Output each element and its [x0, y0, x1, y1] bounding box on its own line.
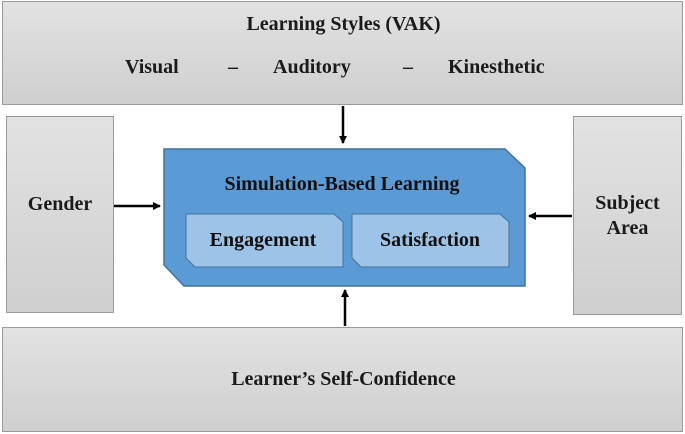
engagement-box [185, 213, 344, 268]
self-confidence-label: Learner’s Self-Confidence [231, 368, 456, 390]
learning-styles-title: Learning Styles (VAK) [246, 13, 441, 35]
style-kinesthetic: Kinesthetic [448, 56, 545, 78]
style-auditory: Auditory [273, 56, 351, 78]
subject-area-label: Subject Area [595, 192, 660, 239]
satisfaction-label: Satisfaction [380, 229, 480, 251]
learning-styles-box: Learning Styles (VAK) Visual – Auditory … [2, 1, 683, 105]
satisfaction-box [351, 213, 510, 268]
self-confidence-box: Learner’s Self-Confidence [2, 327, 683, 432]
gender-box: Gender [6, 116, 114, 313]
gender-label: Gender [27, 193, 93, 215]
style-visual: Visual [125, 56, 179, 78]
style-separator: – [403, 56, 413, 78]
engagement-label: Engagement [210, 229, 317, 251]
subject-area-box: Subject Area [573, 116, 682, 315]
style-separator: – [228, 56, 238, 78]
simulation-based-learning-title: Simulation-Based Learning [224, 173, 459, 195]
